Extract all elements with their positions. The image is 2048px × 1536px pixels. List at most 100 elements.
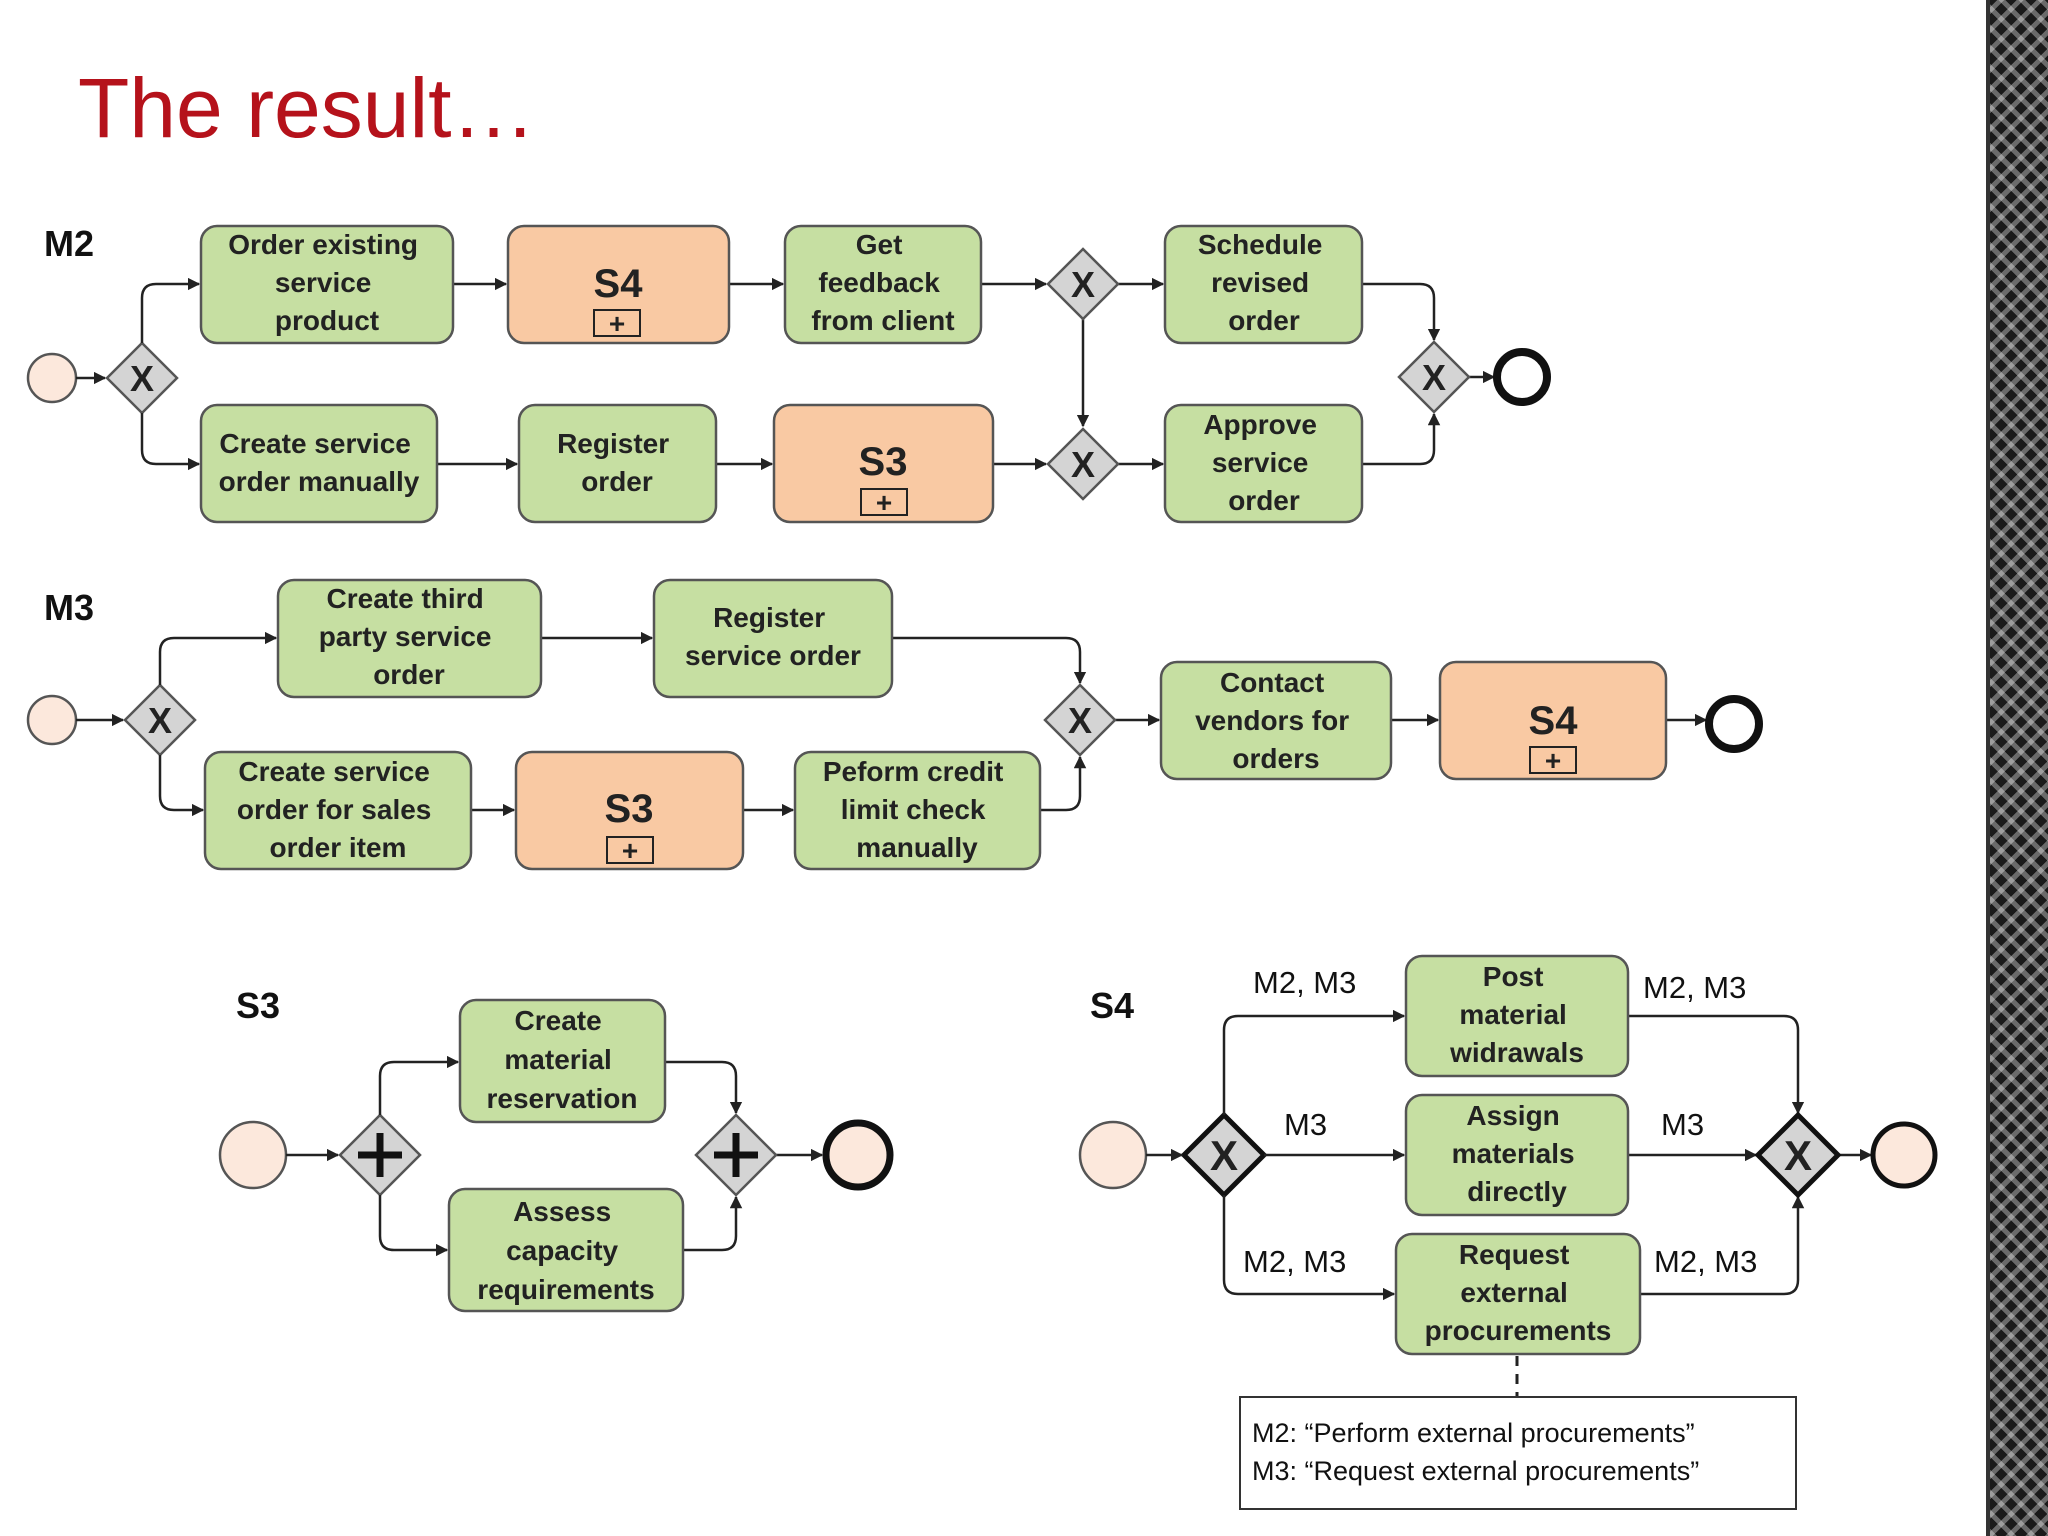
xor-gateway <box>1046 247 1120 321</box>
task: Get feedback from client <box>783 224 983 345</box>
svg-text:M2: “Perform external procurem: M2: “Perform external procurements” M3: … <box>1252 1418 1702 1486</box>
sequence-flow <box>1628 1014 1805 1115</box>
plus-icon: + <box>876 487 892 518</box>
start-event <box>1078 1120 1148 1190</box>
sequence-flow <box>1222 1009 1406 1115</box>
model-label: M2 <box>44 223 94 264</box>
task: Register service order <box>652 578 894 699</box>
plus-marker <box>714 1133 758 1177</box>
sequence-flow <box>158 755 205 817</box>
end-event <box>1493 348 1551 406</box>
sequence-flow <box>1222 1195 1396 1301</box>
svg-text:Get feedback from: Get feedback from client <box>811 229 954 336</box>
sequence-flow <box>140 277 201 343</box>
svg-text:Peform credit limit chec: Peform credit limit check manually <box>823 756 1011 863</box>
decorative-border <box>1986 0 2048 1536</box>
svg-text:Approve service or: Approve service order <box>1203 409 1324 516</box>
plus-marker <box>358 1133 402 1177</box>
xor-marker: X <box>1210 1132 1238 1179</box>
model-label: M3 <box>44 587 94 628</box>
svg-text:Order existing service: Order existing service product <box>228 229 426 336</box>
xor-gateway <box>1046 427 1120 501</box>
model-label: S4 <box>1090 985 1134 1026</box>
svg-text:Create material re: Create material reservation <box>487 1005 638 1114</box>
sequence-flow <box>665 1060 743 1115</box>
svg-text:S4: S4 <box>594 262 644 306</box>
end-event <box>822 1119 894 1191</box>
collapsed-marker <box>860 488 908 516</box>
sequence-flow <box>683 1195 743 1252</box>
svg-text:Create third party servi: Create third party service order <box>319 583 500 690</box>
task: Request external procurements <box>1394 1232 1642 1356</box>
svg-text:S4: S4 <box>1529 699 1579 743</box>
xor-marker: X <box>1071 444 1095 485</box>
task: Register order <box>517 403 718 524</box>
collapsed-marker <box>606 836 654 864</box>
task: Schedule revised order <box>1163 224 1364 345</box>
svg-text:Schedule revised o: Schedule revised order <box>1198 229 1330 336</box>
xor-gateway <box>1397 340 1471 414</box>
svg-text:Contact vendors for: Contact vendors for orders <box>1195 667 1357 774</box>
edge-label: M3 <box>1661 1107 1704 1142</box>
svg-text:Create service order man: Create service order manually <box>219 428 420 497</box>
task: Assess capacity requirements <box>447 1187 685 1313</box>
edge-label: M2, M3 <box>1643 970 1746 1005</box>
sequence-flow <box>378 1195 449 1257</box>
svg-text:Post material widr: Post material widrawals <box>1449 961 1584 1068</box>
task: Create service order manually <box>199 403 439 524</box>
task: Contact vendors for orders <box>1159 660 1393 781</box>
subprocess: S4 + <box>1438 660 1668 781</box>
end-event <box>1870 1121 1938 1189</box>
svg-text:Assign materials d: Assign materials directly <box>1452 1100 1583 1207</box>
collapsed-marker <box>593 309 641 337</box>
task: Create service order for sales order ite… <box>203 750 473 871</box>
svg-text:Register order: Register order <box>557 428 677 497</box>
svg-text:Request external p: Request external procurements <box>1425 1239 1612 1346</box>
task: Post material widrawals <box>1404 954 1630 1078</box>
sequence-flow <box>1040 755 1087 812</box>
task: Assign materials directly <box>1404 1093 1630 1217</box>
sequence-flow <box>1362 412 1441 466</box>
plus-icon: + <box>622 835 638 866</box>
start-event <box>218 1120 288 1190</box>
task: Approve service order <box>1163 403 1364 524</box>
subprocess: S3 + <box>514 750 745 871</box>
task: Create third party service order <box>276 578 543 699</box>
edge-label: M2, M3 <box>1654 1244 1757 1279</box>
end-event <box>1705 695 1763 753</box>
edge-label: M3 <box>1284 1107 1327 1142</box>
edge-label: M2, M3 <box>1243 1244 1346 1279</box>
bpmn-diagram: M2 X Order existing service product S4 +… <box>26 223 1938 1510</box>
edge-label: M2, M3 <box>1253 965 1356 1000</box>
svg-text:Register service order: Register service order <box>685 602 861 671</box>
sequence-flow <box>158 631 278 685</box>
collapsed-marker <box>1529 746 1577 774</box>
svg-text:S3: S3 <box>859 440 908 484</box>
start-event <box>26 694 78 746</box>
task: Order existing service product <box>199 224 455 345</box>
xor-marker: X <box>1784 1132 1812 1179</box>
subprocess: S3 + <box>772 403 995 524</box>
sequence-flow <box>892 636 1087 685</box>
svg-text:Assess capacity re: Assess capacity requirements <box>477 1196 654 1305</box>
svg-text:S3: S3 <box>605 787 654 831</box>
xor-marker: X <box>1071 264 1095 305</box>
xor-gateway <box>1754 1111 1842 1199</box>
xor-marker: X <box>1068 700 1092 741</box>
sequence-flow <box>140 413 201 471</box>
task: Peform credit limit check manually <box>793 750 1042 871</box>
sequence-flow <box>1640 1195 1805 1296</box>
svg-text:Create service order for: Create service order for sales order ite… <box>237 756 439 863</box>
xor-marker: X <box>148 700 172 741</box>
model-label: S3 <box>236 985 280 1026</box>
xor-gateway <box>1043 683 1117 757</box>
xor-marker: X <box>130 358 154 399</box>
text-annotation: M2: “Perform external procurements” M3: … <box>1239 1396 1797 1510</box>
sequence-flow <box>378 1055 460 1115</box>
task: Create material reservation <box>458 998 667 1124</box>
plus-icon: + <box>1545 745 1561 776</box>
xor-marker: X <box>1422 357 1446 398</box>
start-event <box>26 352 78 404</box>
plus-icon: + <box>609 308 625 339</box>
slide-title: The result… <box>78 61 536 155</box>
